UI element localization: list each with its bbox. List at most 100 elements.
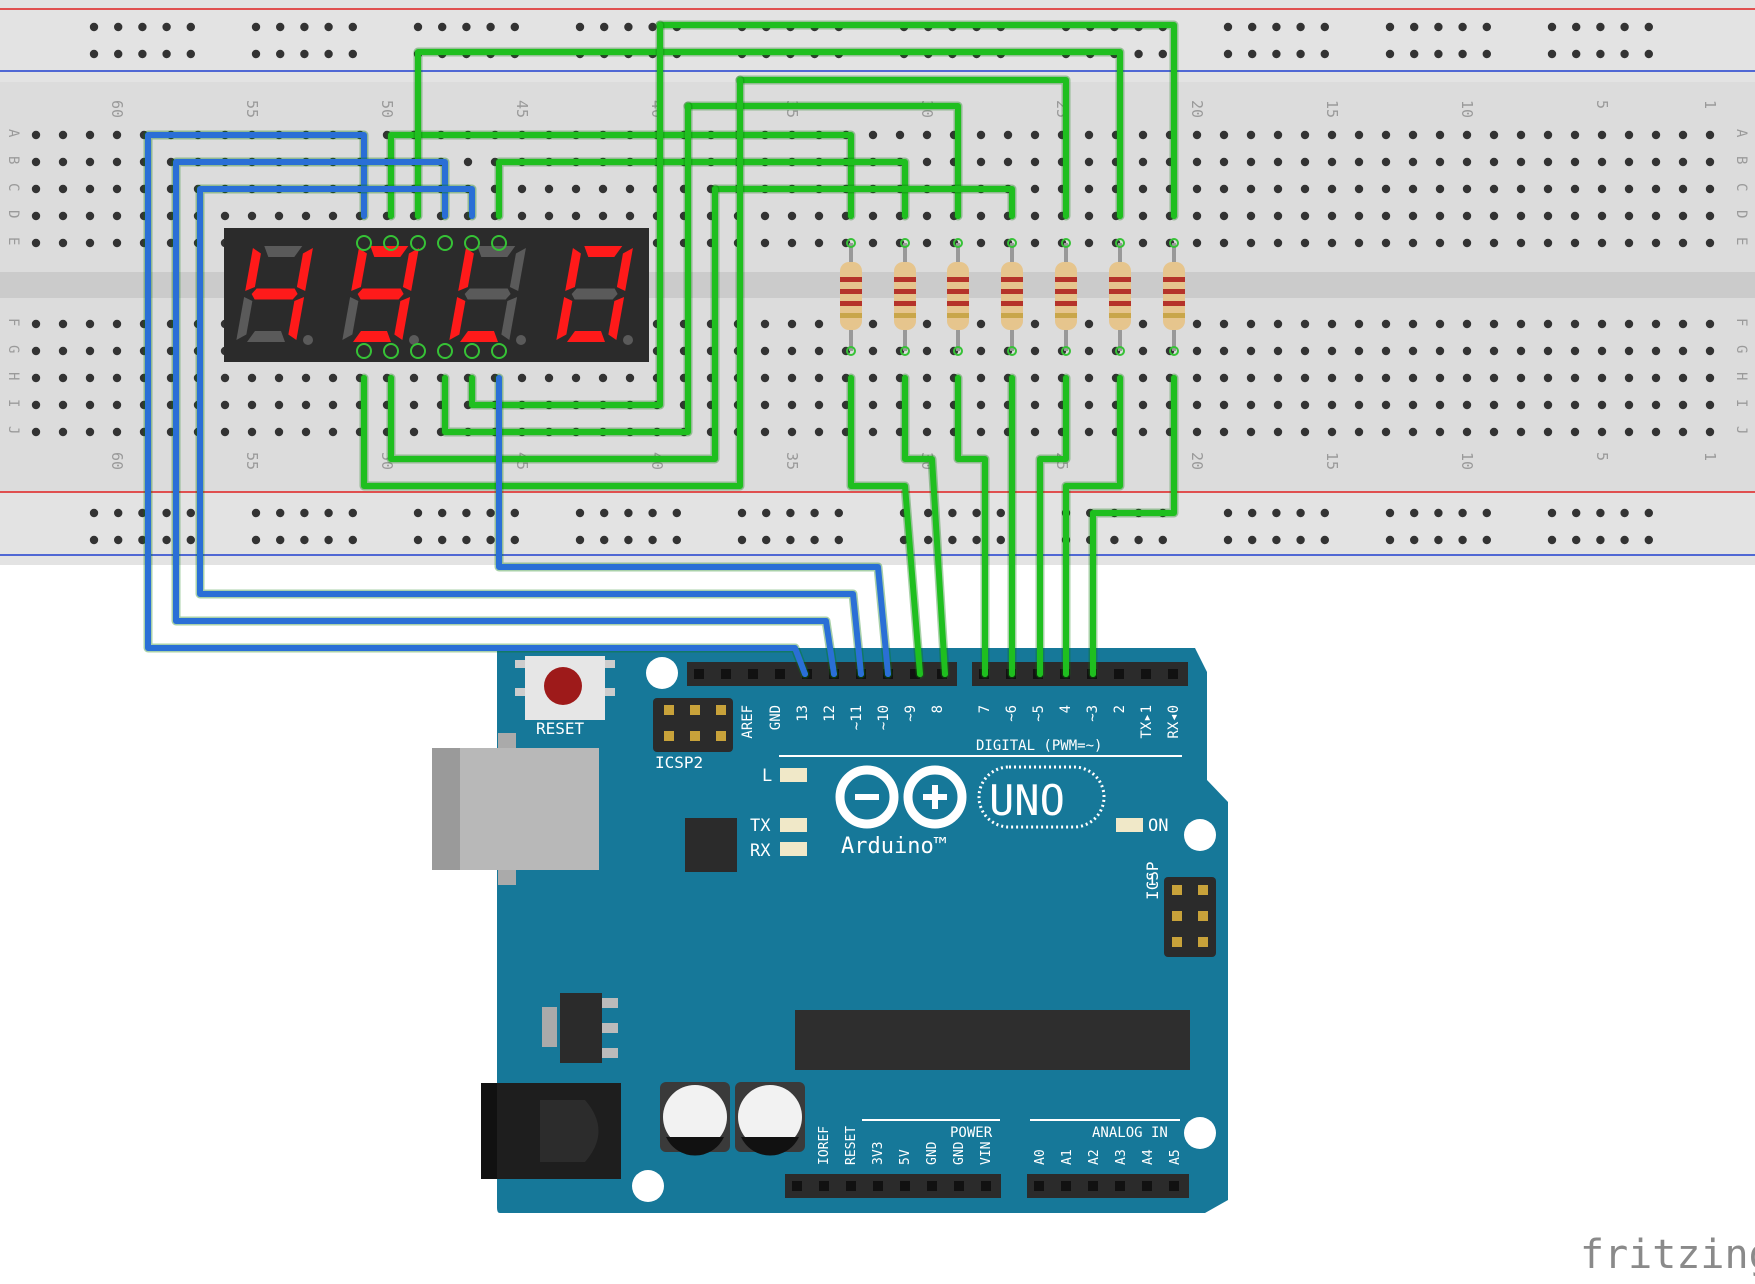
row-letter-label: A — [1733, 129, 1749, 138]
breadboard-hole — [1435, 346, 1445, 356]
breadboard-hole — [760, 400, 770, 410]
breadboard-hole — [1300, 346, 1310, 356]
rail-hole — [348, 508, 357, 518]
breadboard-hole — [1138, 157, 1148, 167]
wire-endpoint — [388, 375, 394, 381]
reset-button[interactable] — [515, 656, 615, 720]
capacitor-2 — [735, 1082, 805, 1156]
decimal-point — [623, 335, 633, 345]
rail-hole — [1110, 535, 1119, 545]
rail-hole — [276, 22, 285, 32]
breadboard-hole — [274, 427, 284, 437]
resistor-band — [1163, 301, 1185, 306]
wire-endpoint — [361, 213, 367, 219]
rail-hole — [1158, 49, 1168, 59]
rail-hole — [810, 508, 819, 518]
display-pin — [410, 235, 426, 251]
breadboard-hole — [1651, 373, 1661, 383]
row-letter-label: J — [5, 426, 21, 434]
fritzing-watermark: fritzing — [1580, 1232, 1755, 1278]
digital-pin-label: 13 — [795, 705, 811, 722]
resistor — [1001, 238, 1023, 356]
rail-hole — [438, 508, 447, 518]
icsp-pin — [1198, 911, 1208, 921]
breadboard-hole — [1084, 211, 1094, 221]
breadboard-hole — [1273, 319, 1283, 329]
column-number-label-top: 5 — [1593, 100, 1611, 109]
header-pin — [819, 1181, 829, 1191]
breadboard-hole — [31, 346, 41, 356]
led-l-label: L — [762, 766, 772, 786]
rail-hole — [786, 508, 795, 518]
breadboard-hole — [58, 319, 68, 329]
breadboard-hole — [1489, 157, 1499, 167]
rail-hole — [1385, 22, 1395, 32]
breadboard-hole — [1030, 130, 1040, 140]
resistor-pin — [1061, 346, 1071, 356]
breadboard-hole — [1651, 184, 1661, 194]
rail-hole — [762, 535, 771, 545]
breadboard-hole — [976, 238, 986, 248]
rail-hole — [486, 535, 495, 545]
column-number-label-top: 50 — [378, 100, 396, 118]
rail-hole — [1644, 22, 1654, 32]
wire-endpoint — [361, 375, 367, 381]
breadboard-hole — [1462, 238, 1472, 248]
green-wire — [737, 77, 1069, 219]
breadboard-hole — [1624, 238, 1634, 248]
breadboard-hole — [1408, 319, 1418, 329]
rail-hole — [276, 508, 285, 518]
breadboard-hole — [1003, 130, 1013, 140]
row-letter-label: H — [5, 372, 21, 380]
breadboard-hole — [1030, 238, 1040, 248]
breadboard-hole — [1570, 130, 1580, 140]
rail-hole — [972, 508, 981, 518]
breadboard-hole — [1381, 238, 1391, 248]
icsp2-pin — [664, 731, 674, 741]
breadboard-hole — [1030, 211, 1040, 221]
rail-hole — [510, 22, 519, 32]
wire-endpoint — [802, 671, 808, 677]
breadboard-hole — [922, 211, 932, 221]
breadboard-hole — [1138, 427, 1148, 437]
breadboard-hole — [1381, 319, 1391, 329]
breadboard-hole — [1084, 130, 1094, 140]
breadboard-hole — [814, 400, 824, 410]
rail-hole — [600, 535, 609, 545]
wire-endpoint — [1009, 213, 1015, 219]
breadboard-hole — [1084, 184, 1094, 194]
green-wire — [955, 375, 988, 677]
segment-e — [236, 297, 253, 340]
breadboard-hole — [1273, 373, 1283, 383]
breadboard-hole — [1327, 373, 1337, 383]
breadboard-hole — [922, 400, 932, 410]
breadboard-hole — [1219, 427, 1229, 437]
display-pin — [464, 343, 480, 359]
icsp-pin1-label: 1 — [1147, 870, 1157, 889]
breadboard-hole — [787, 211, 797, 221]
breadboard-hole — [976, 373, 986, 383]
breadboard-hole — [1705, 130, 1715, 140]
wire-endpoint — [955, 375, 961, 381]
breadboard-hole — [868, 427, 878, 437]
breadboard-hole — [1192, 238, 1202, 248]
breadboard-hole — [787, 427, 797, 437]
breadboard-hole — [85, 130, 95, 140]
resistor-pin — [1169, 238, 1179, 248]
breadboard-hole — [571, 373, 581, 383]
rail-hole — [737, 535, 747, 545]
rail-hole — [413, 508, 423, 518]
analog-pin-label: A0 — [1033, 1149, 1048, 1165]
breadboard-hole — [1489, 238, 1499, 248]
icsp-label: ICSP — [1143, 861, 1162, 900]
breadboard-hole — [1543, 157, 1553, 167]
segment-a — [370, 246, 409, 257]
rail-hole — [114, 508, 123, 518]
breadboard-hole — [1651, 238, 1661, 248]
breadboard-hole — [1327, 238, 1337, 248]
wire-endpoint — [442, 213, 448, 219]
breadboard-hole — [1624, 211, 1634, 221]
model-label: UNO — [989, 776, 1065, 825]
breadboard-hole — [868, 400, 878, 410]
breadboard-hole — [1192, 157, 1202, 167]
